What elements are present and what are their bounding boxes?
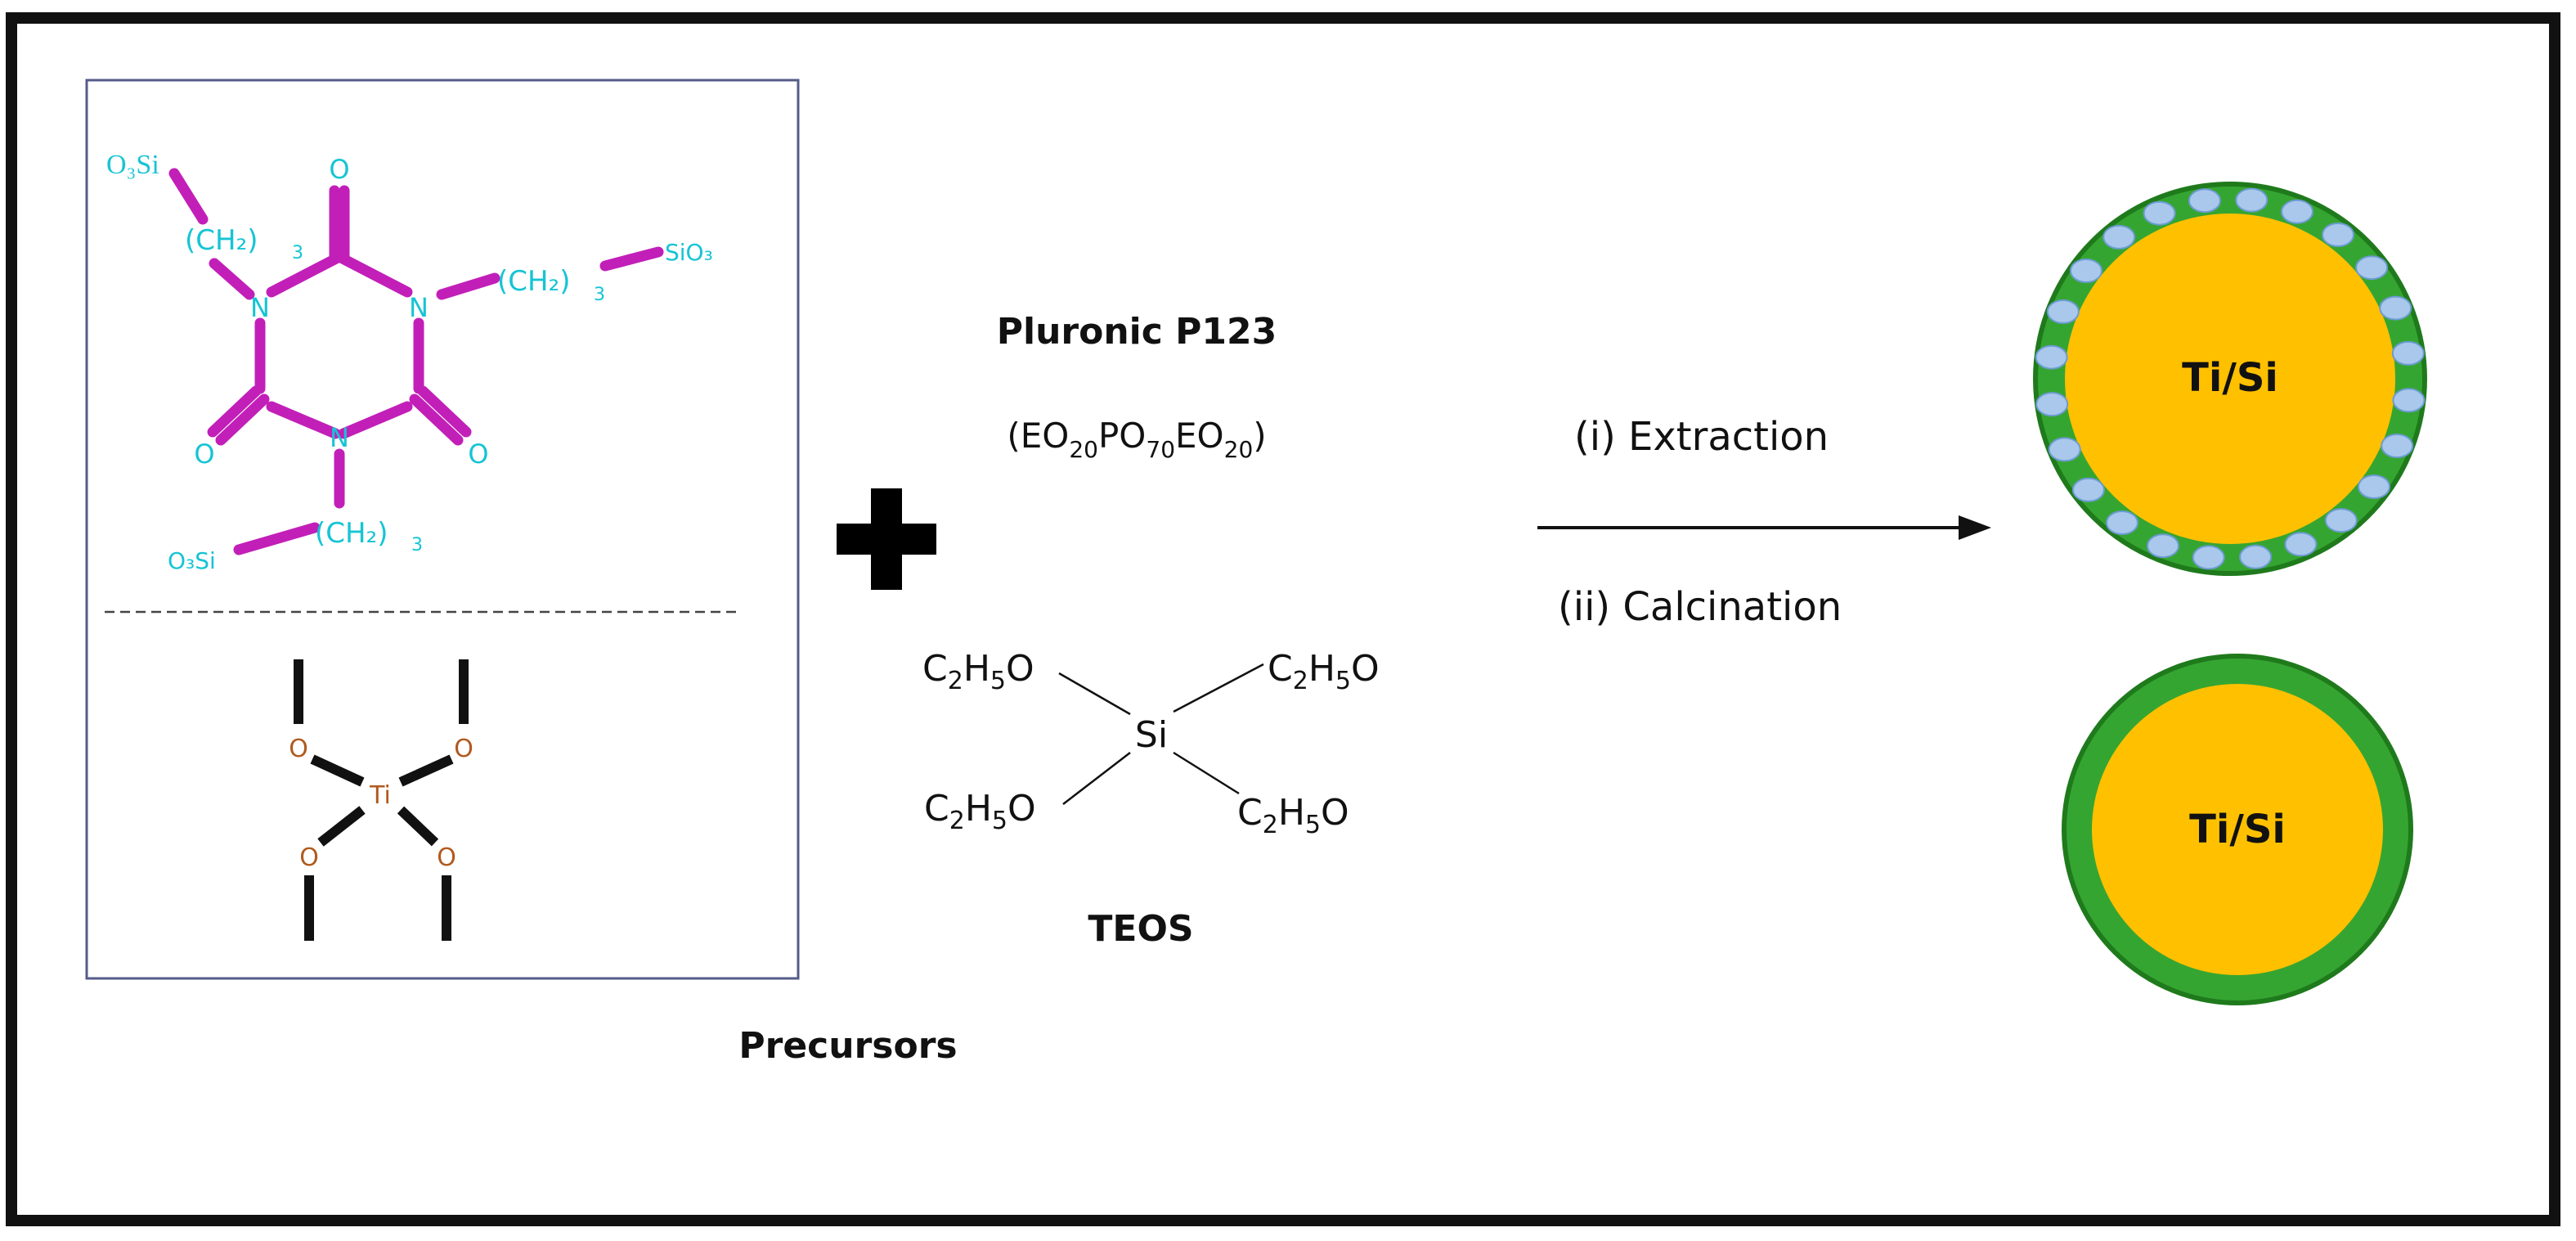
plus-icon bbox=[837, 488, 936, 590]
surface-dot bbox=[2188, 188, 2221, 214]
surface-dot bbox=[2035, 392, 2069, 417]
precursor-panel: O₃Si SiO₃ O₃Si (CH₂) 3 (CH₂) 3 (CH₂) 3 N… bbox=[85, 79, 800, 980]
carbonyl-oxygen-top: O bbox=[329, 154, 349, 185]
ring-nitrogen-bottom: N bbox=[330, 422, 349, 453]
surface-dot bbox=[2379, 295, 2412, 321]
chain-count-left: 3 bbox=[292, 243, 303, 263]
silyl-group-right: SiO₃ bbox=[665, 239, 713, 266]
chain-count-right: 3 bbox=[594, 285, 605, 305]
surface-dot bbox=[2070, 259, 2103, 283]
surface-dot bbox=[2358, 474, 2390, 499]
chain-count-bottom: 3 bbox=[411, 535, 423, 555]
surface-dots bbox=[2035, 187, 2426, 570]
silyl-group-bottom: O₃Si bbox=[168, 547, 216, 574]
surface-dot bbox=[2192, 545, 2225, 570]
surface-dot bbox=[2048, 437, 2081, 462]
process-step-extraction: (i) Extraction bbox=[1574, 414, 1829, 460]
carbonyl-oxygen-right: O bbox=[468, 438, 488, 470]
ethoxy-group-bottom-right: C2H5O bbox=[1237, 792, 1349, 839]
particle1-label: Ti/Si bbox=[2182, 355, 2278, 401]
particle2-label: Ti/Si bbox=[2189, 807, 2286, 852]
methylene-chain-left: (CH₂) bbox=[185, 224, 258, 257]
arrow-right-icon bbox=[1959, 515, 1991, 540]
ethoxy-group-top-left: C2H5O bbox=[922, 648, 1034, 695]
ring-nitrogen-left: N bbox=[250, 292, 270, 323]
teos-structure: Si C2H5O C2H5O C2H5O C2H5O TEOS bbox=[922, 648, 1380, 950]
surface-dot bbox=[2235, 187, 2269, 213]
ti-oxygen-1: O bbox=[289, 735, 308, 763]
surface-dot bbox=[2035, 344, 2068, 370]
surface-dot bbox=[2322, 223, 2354, 247]
surface-dot bbox=[2143, 200, 2176, 226]
surface-dot bbox=[2281, 199, 2313, 224]
teos-label: TEOS bbox=[1088, 908, 1193, 950]
product-particle-decorated: Ti/Si bbox=[2033, 182, 2427, 576]
surface-dot bbox=[2284, 532, 2318, 557]
surface-dot bbox=[2106, 510, 2138, 535]
ethoxy-group-top-right: C2H5O bbox=[1268, 648, 1380, 695]
titanium-alkoxide: Ti O O O O bbox=[289, 659, 473, 941]
surface-dot bbox=[2392, 388, 2426, 413]
methylene-chain-right: (CH₂) bbox=[497, 265, 570, 298]
ethoxy-group-bottom-left: C2H5O bbox=[924, 788, 1036, 835]
particle1-core bbox=[2065, 214, 2395, 544]
process-step-calcination: (ii) Calcination bbox=[1558, 584, 1842, 630]
silyl-group-top-left: O₃Si bbox=[106, 150, 159, 180]
surface-dot bbox=[2103, 224, 2136, 250]
surface-dot bbox=[2324, 508, 2358, 533]
outer-frame bbox=[6, 12, 2560, 1226]
surface-dot bbox=[2381, 434, 2414, 458]
surface-dot bbox=[2046, 299, 2080, 324]
isocyanurate-atoms: O₃Si SiO₃ O₃Si (CH₂) 3 (CH₂) 3 (CH₂) 3 N… bbox=[106, 150, 713, 574]
carbonyl-oxygen-left: O bbox=[194, 438, 214, 470]
teos-silicon: Si bbox=[1135, 714, 1168, 756]
surface-dot bbox=[2071, 477, 2105, 502]
product-particle-plain: Ti/Si bbox=[2062, 654, 2413, 1005]
ti-oxygen-2: O bbox=[454, 735, 473, 763]
surfactant-name: Pluronic P123 bbox=[997, 311, 1277, 353]
ti-atom: Ti bbox=[369, 781, 391, 810]
particle2-core bbox=[2092, 684, 2383, 975]
precursors-label: Precursors bbox=[738, 1025, 957, 1067]
surface-dot bbox=[2391, 340, 2425, 366]
ti-oxygen-3: O bbox=[299, 843, 319, 872]
surfactant-formula: (EO20PO70EO20) bbox=[1007, 416, 1266, 463]
ti-oxygen-4: O bbox=[437, 843, 456, 872]
surface-dot bbox=[2147, 533, 2179, 559]
surface-dot bbox=[2355, 255, 2389, 281]
isocyanurate-bonds bbox=[168, 168, 664, 555]
methylene-chain-bottom: (CH₂) bbox=[315, 517, 388, 550]
ring-nitrogen-right: N bbox=[409, 292, 429, 323]
surface-dot bbox=[2239, 544, 2273, 569]
precursor-panel-border bbox=[85, 79, 800, 980]
